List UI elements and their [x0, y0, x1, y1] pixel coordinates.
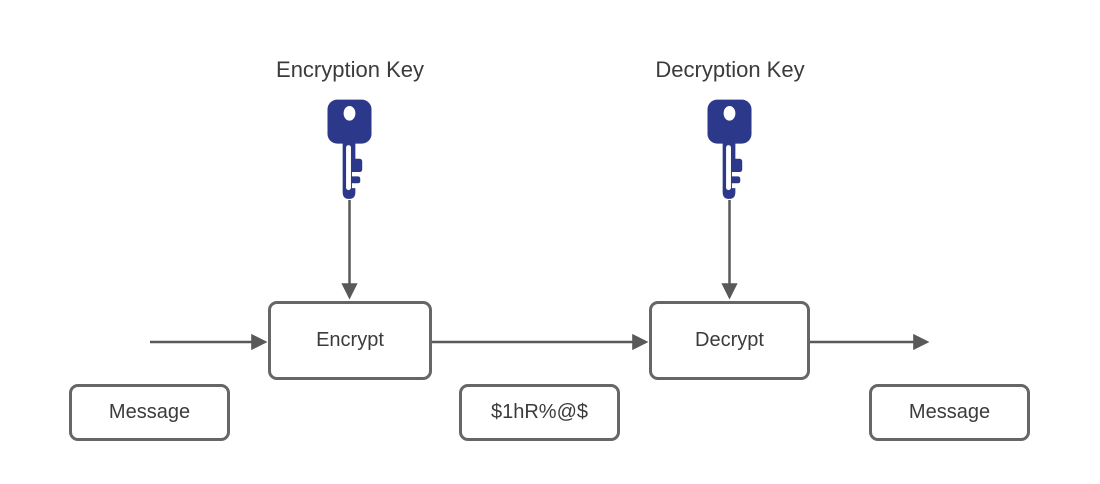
message-input-label: Message	[108, 401, 191, 423]
decrypt-label: Decrypt	[695, 329, 764, 351]
message-output-box: Message	[869, 384, 1030, 441]
encrypt-label: Encrypt	[316, 329, 384, 351]
message-output-label: Message	[908, 401, 991, 423]
message-input-box: Message	[69, 384, 230, 441]
decryption-key-title: Decryption Key	[655, 57, 805, 82]
ciphertext-label: $1hR%@$	[490, 401, 589, 423]
encrypt-box: Encrypt	[268, 301, 432, 380]
encryption-key-icon	[327, 99, 372, 199]
ciphertext-box: $1hR%@$	[459, 384, 620, 441]
decrypt-box: Decrypt	[649, 301, 810, 380]
encryption-key-title: Encryption Key	[276, 57, 424, 82]
decryption-key-icon	[707, 99, 752, 199]
